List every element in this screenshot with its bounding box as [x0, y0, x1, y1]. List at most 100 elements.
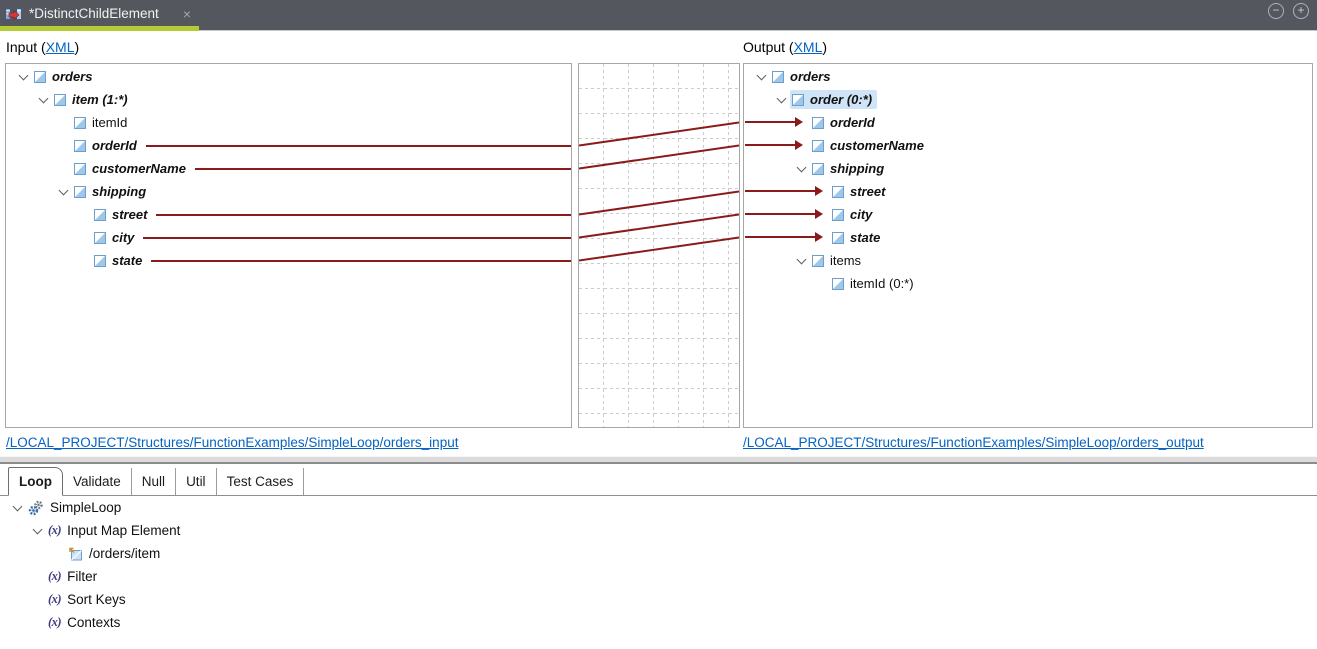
loop-function-tree: SimpleLoop (x) Input Map Element /orders…	[0, 496, 1317, 634]
input-panel-header: Input (XML)	[6, 39, 79, 55]
fx-icon: (x)	[48, 615, 62, 629]
tab-loop[interactable]: Loop	[8, 467, 63, 496]
tree-item-label: itemId (0:*)	[850, 276, 914, 291]
mapping-canvas	[579, 64, 739, 427]
xml-element-icon	[812, 254, 824, 267]
element-reference-icon	[69, 547, 82, 561]
functree-item-input-map-element[interactable]: (x) Input Map Element	[0, 519, 1317, 542]
tree-item-label: shipping	[92, 184, 147, 199]
output-xml-link[interactable]: XML	[793, 39, 823, 55]
xml-element-icon	[812, 139, 824, 152]
mapping-arrow	[745, 232, 823, 242]
selected-node-highlight: order (0:*)	[790, 90, 878, 109]
functree-item-orders-item[interactable]: /orders/item	[0, 542, 1317, 565]
functree-item-filter[interactable]: (x) Filter	[0, 565, 1317, 588]
output-tree: orders order (0:*) orderId customerName …	[744, 64, 1312, 295]
mapping-line	[151, 259, 571, 262]
transform-gears-icon	[28, 500, 43, 515]
tree-item-label: itemId	[92, 115, 128, 130]
tab-label: Validate	[73, 474, 121, 489]
xml-element-icon	[94, 208, 106, 221]
output-structure-path-link[interactable]: /LOCAL_PROJECT/Structures/FunctionExampl…	[743, 435, 1204, 450]
input-structure-path-link[interactable]: /LOCAL_PROJECT/Structures/FunctionExampl…	[6, 435, 459, 450]
tree-item-label: shipping	[830, 161, 885, 176]
mapping-line-street	[579, 190, 739, 216]
chevron-down-icon[interactable]	[14, 506, 21, 510]
tree-item-label: items	[830, 253, 862, 268]
output-tree-item-customername[interactable]: customerName	[744, 134, 1312, 157]
input-tree-item-orders[interactable]: orders	[6, 65, 571, 88]
chevron-down-icon[interactable]	[778, 98, 785, 102]
tree-item-label: city	[850, 207, 873, 222]
chevron-down-icon[interactable]	[798, 259, 805, 263]
output-tree-item-order[interactable]: order (0:*)	[744, 88, 1312, 111]
mapping-line	[156, 213, 571, 216]
xml-element-icon	[74, 116, 86, 129]
tab-test-cases[interactable]: Test Cases	[217, 468, 305, 495]
input-tree-item-state[interactable]: state	[6, 249, 571, 272]
tab-util[interactable]: Util	[176, 468, 217, 495]
xml-element-icon	[772, 70, 784, 83]
functree-item-simpleloop[interactable]: SimpleLoop	[0, 496, 1317, 519]
editor-tab-bar: *DistinctChildElement × − +	[0, 0, 1317, 31]
chevron-down-icon[interactable]	[34, 529, 41, 533]
input-tree-item-city[interactable]: city	[6, 226, 571, 249]
input-xml-link[interactable]: XML	[45, 39, 75, 55]
mapping-canvas-panel	[578, 63, 740, 428]
input-tree-item-customername[interactable]: customerName	[6, 157, 571, 180]
input-tree-item-item[interactable]: item (1:*)	[6, 88, 571, 111]
mapping-arrow	[745, 209, 823, 219]
output-tree-panel: orders order (0:*) orderId customerName …	[743, 63, 1313, 428]
map-file-icon	[5, 7, 22, 20]
tab-null[interactable]: Null	[132, 468, 177, 495]
tab-label: Loop	[19, 474, 52, 489]
input-tree-item-street[interactable]: street	[6, 203, 571, 226]
tree-item-label: Input Map Element	[67, 523, 181, 538]
input-tree-item-orderid[interactable]: orderId	[6, 134, 571, 157]
fx-icon: (x)	[48, 592, 62, 606]
chevron-down-icon[interactable]	[60, 190, 67, 194]
functree-item-sort-keys[interactable]: (x) Sort Keys	[0, 588, 1317, 611]
horizontal-splitter[interactable]	[0, 456, 1317, 464]
output-tree-item-items[interactable]: items	[744, 249, 1312, 272]
xml-element-icon	[812, 162, 824, 175]
editor-tab-title: *DistinctChildElement	[29, 6, 159, 21]
xml-element-icon	[34, 70, 46, 83]
close-icon[interactable]: ×	[182, 5, 191, 22]
tree-item-label: orderId	[92, 138, 137, 153]
mapping-line	[143, 236, 571, 239]
output-tree-item-state[interactable]: state	[744, 226, 1312, 249]
tree-item-label: SimpleLoop	[50, 500, 122, 515]
output-tree-item-orderid[interactable]: orderId	[744, 111, 1312, 134]
output-tree-item-orders[interactable]: orders	[744, 65, 1312, 88]
tree-item-label: customerName	[830, 138, 924, 153]
tree-item-label: state	[112, 253, 143, 268]
mapping-line-state	[579, 236, 739, 262]
minimize-icon[interactable]: −	[1268, 3, 1284, 19]
maximize-icon[interactable]: +	[1293, 3, 1309, 19]
output-tree-item-itemid[interactable]: itemId (0:*)	[744, 272, 1312, 295]
mapping-line	[145, 144, 571, 147]
functree-item-contexts[interactable]: (x) Contexts	[0, 611, 1317, 634]
tree-item-label: /orders/item	[89, 546, 161, 561]
output-tree-item-city[interactable]: city	[744, 203, 1312, 226]
chevron-down-icon[interactable]	[758, 75, 765, 79]
output-tree-item-street[interactable]: street	[744, 180, 1312, 203]
mapping-line-city	[579, 213, 739, 239]
output-tree-item-shipping[interactable]: shipping	[744, 157, 1312, 180]
xml-element-icon	[74, 139, 86, 152]
input-tree-item-shipping[interactable]: shipping	[6, 180, 571, 203]
editor-tab-distinctchildelement[interactable]: *DistinctChildElement ×	[0, 0, 199, 31]
chevron-down-icon[interactable]	[20, 75, 27, 79]
chevron-down-icon[interactable]	[40, 98, 47, 102]
tree-item-label: Filter	[67, 569, 98, 584]
tree-item-label: item (1:*)	[72, 92, 128, 107]
output-header-close-paren: )	[822, 39, 828, 55]
tab-validate[interactable]: Validate	[63, 468, 132, 495]
chevron-down-icon[interactable]	[798, 167, 805, 171]
xml-element-icon	[74, 185, 86, 198]
xml-element-icon	[74, 162, 86, 175]
input-tree-item-itemid[interactable]: itemId	[6, 111, 571, 134]
mapping-arrow	[745, 140, 803, 150]
